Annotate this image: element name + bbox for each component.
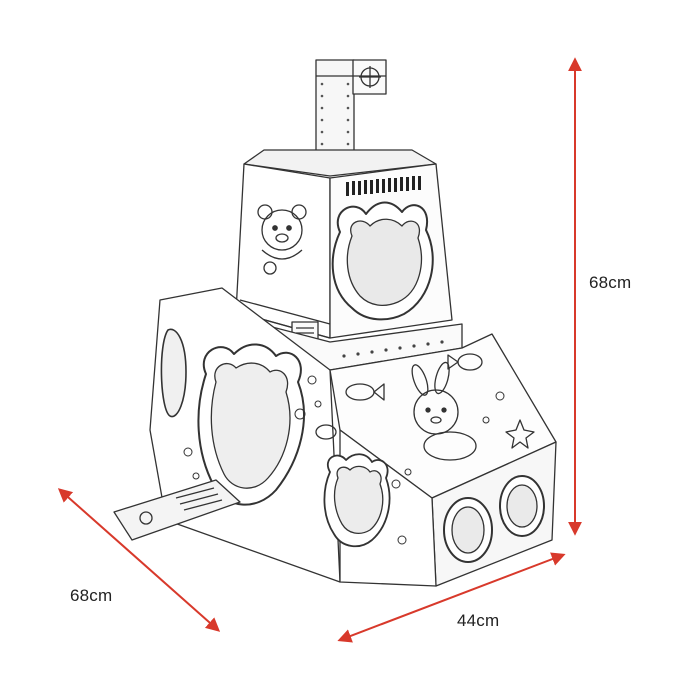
depth-label: 68cm: [70, 586, 113, 605]
width-label: 44cm: [457, 611, 500, 630]
bubbles: [183, 375, 505, 545]
depth-arrow: [57, 488, 221, 632]
front-portholes: [443, 475, 545, 563]
dimension-arrows: [57, 57, 582, 643]
conning-tower: [235, 149, 453, 345]
width-arrow: [337, 552, 566, 643]
rabbit-drawing: [411, 361, 477, 461]
submarine-playhouse: [113, 59, 557, 587]
periscope: [315, 59, 387, 161]
height-label: 68cm: [589, 273, 632, 292]
fish-drawings: [315, 353, 535, 449]
bear-drawing: [257, 204, 307, 275]
